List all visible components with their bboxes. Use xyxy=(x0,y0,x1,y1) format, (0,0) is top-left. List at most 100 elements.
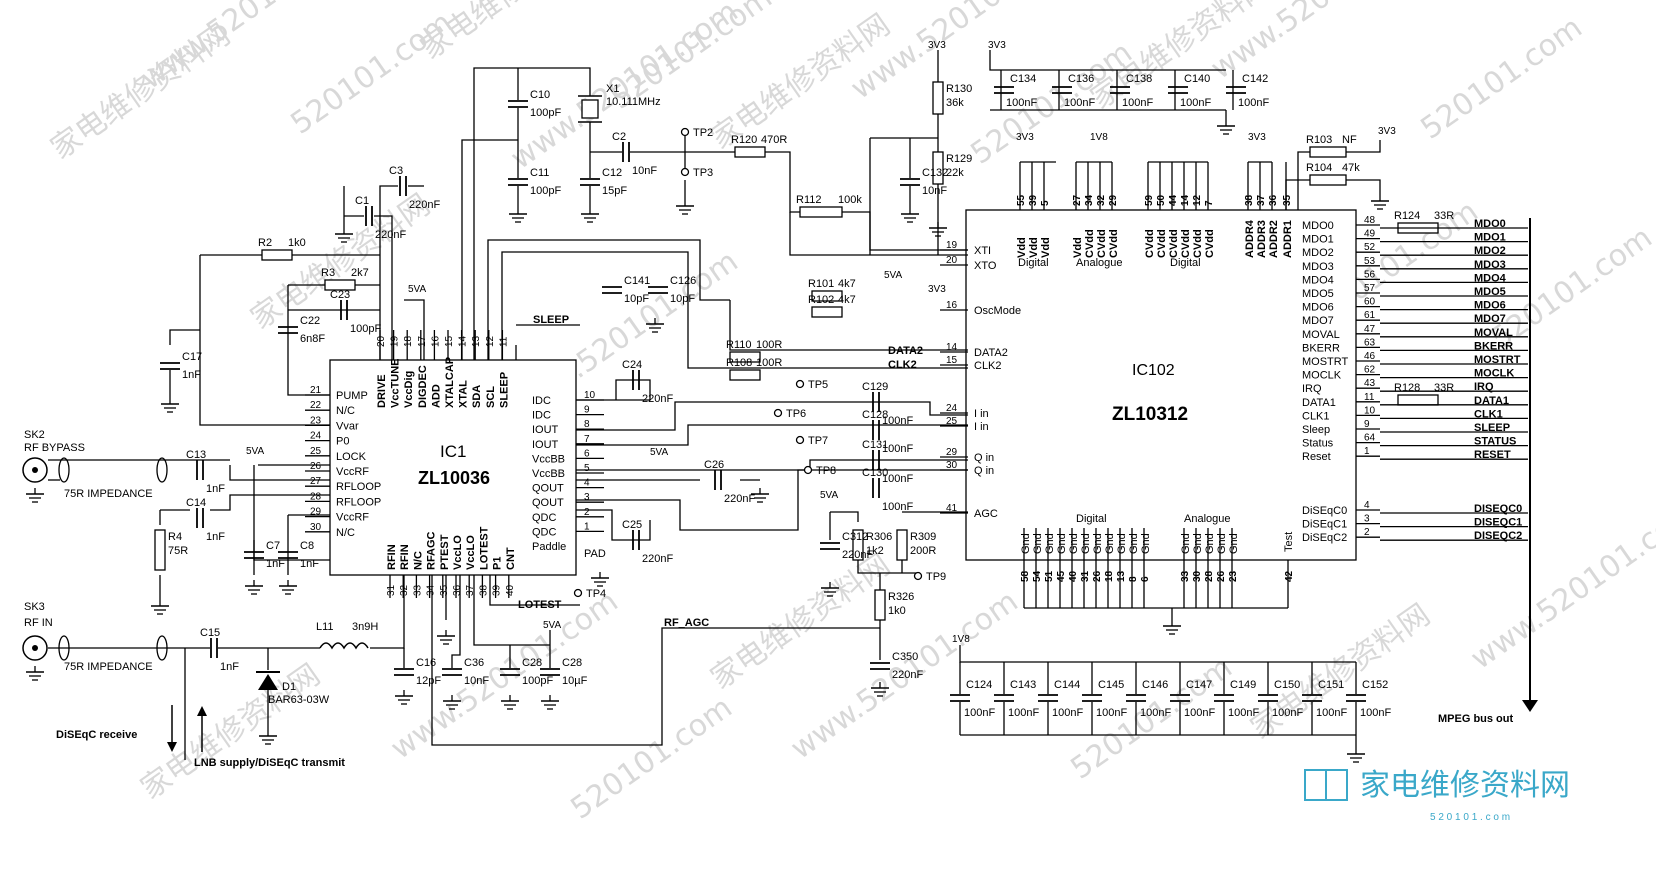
cap-ref: C28 xyxy=(522,657,542,669)
ic102-pin-num: 6 xyxy=(1140,576,1151,582)
ic1-pin-num: 40 xyxy=(505,584,516,596)
ic1-pin-name: QOUT xyxy=(532,497,564,509)
res-ref: R2 xyxy=(258,237,272,249)
cap-value: 100nF xyxy=(1272,707,1303,719)
res-ref: R128 xyxy=(1394,382,1420,394)
ic102-block: IC102 ZL10312 55Vdd39Vdd5Vdd27Vdd34CVdd3… xyxy=(940,161,1380,608)
ic102-top-pins: 55Vdd39Vdd5Vdd27Vdd34CVdd32CVdd29CVdd59C… xyxy=(1016,161,1294,258)
cap-value: 10pF xyxy=(624,293,649,305)
ic1-ref: IC1 xyxy=(440,442,466,461)
res-ref: R124 xyxy=(1394,210,1420,222)
res-body xyxy=(799,206,843,218)
ic1-pin-num: 3 xyxy=(584,492,590,503)
ic102-pin-num: 54 xyxy=(1032,570,1043,582)
bus-signal-label: MDO7 xyxy=(1474,313,1506,325)
ic1-pin-name: P1 xyxy=(492,557,504,570)
ic1-pin-name: XTALCAP xyxy=(444,357,456,408)
ground-symbol xyxy=(244,579,264,595)
cap-value: 100nF xyxy=(964,707,995,719)
res-value: 100R xyxy=(756,339,782,351)
testpoint-pad xyxy=(680,167,690,177)
ic102-pin-name: Gnd xyxy=(1180,533,1192,554)
ic102-pin-num: 35 xyxy=(1282,194,1293,206)
cap-ref: C15 xyxy=(200,627,220,639)
ic1-pin-name: SLEEP xyxy=(498,372,510,408)
cap-value: 220nF xyxy=(375,229,406,241)
ic102-pin-num: 49 xyxy=(1364,229,1376,240)
res-body xyxy=(261,249,293,261)
bus-signal-label: BKERR xyxy=(1474,340,1513,352)
ic102-pin-name: MDO3 xyxy=(1302,261,1334,273)
ic1-pin-name: RFLOOP xyxy=(336,481,381,493)
res-body xyxy=(734,146,766,158)
cap-value: 10nF xyxy=(922,185,947,197)
cap-ref: C147 xyxy=(1186,679,1212,691)
ic102-pin-name: Gnd xyxy=(1056,533,1068,554)
ic102-pin-name: BKERR xyxy=(1302,342,1340,354)
ic102-pin-name: IRQ xyxy=(1302,383,1322,395)
ground-symbol xyxy=(900,207,920,223)
ic1-pin-num: 25 xyxy=(310,446,322,457)
ic1-pin-name: N/C xyxy=(336,527,355,539)
cap-value: 220nF xyxy=(892,669,923,681)
logo-url: 5 2 0 1 0 1 . c o m xyxy=(1430,812,1510,823)
sk3-name: RF IN xyxy=(24,617,53,629)
cap-value: 100nF xyxy=(1006,97,1037,109)
ic102-pin-name: MOVAL xyxy=(1302,329,1340,341)
ic102-pin-num: 53 xyxy=(1364,256,1376,267)
ic102-pin-num: 28 xyxy=(1204,570,1215,582)
components: C10100pFC11100pFC1215pFC210nFX110.111MHz… xyxy=(154,40,1454,735)
ic1-pin-name: Vvar xyxy=(336,420,359,432)
ic102-pin-name: CVdd xyxy=(1096,229,1108,258)
ic1-pin-num: 12 xyxy=(485,335,496,347)
net-data2: DATA2 xyxy=(888,345,923,357)
ic102-pin-num: 63 xyxy=(1364,337,1376,348)
testpoint-label: TP9 xyxy=(926,571,946,583)
ic1-pin-num: 21 xyxy=(310,385,322,396)
testpoint-label: TP6 xyxy=(786,408,806,420)
cap-value: 100nF xyxy=(882,473,913,485)
ic102-group-digital-2: Digital xyxy=(1170,257,1201,269)
diseqc-receive-label: DiSEqC receive xyxy=(56,729,137,741)
ic1-pin-name: VccRF xyxy=(336,466,369,478)
ic102-pin-name: Gnd xyxy=(1204,533,1216,554)
res-value: 1k0 xyxy=(888,605,906,617)
ic102-pin-num: 18 xyxy=(1104,570,1115,582)
ic1-pin-name: QDC xyxy=(532,526,557,538)
ic1-pin-name: VccLO xyxy=(452,535,464,570)
cap-ref: C142 xyxy=(1242,73,1268,85)
ic1-pin-name: QOUT xyxy=(532,483,564,495)
cap-ref: C128 xyxy=(862,409,888,421)
cap-value: 1nF xyxy=(206,531,225,543)
ic102-pin-num: 7 xyxy=(1204,200,1215,206)
rail-3v3: 3V3 xyxy=(1248,132,1266,143)
ic1-pin-num: 20 xyxy=(376,335,387,347)
ic1-pin-num: 22 xyxy=(310,400,322,411)
ic102-pin-num: 9 xyxy=(1364,419,1370,430)
ic102-pin-num: 34 xyxy=(1084,194,1095,206)
crystal-ref: X1 xyxy=(606,83,619,95)
cap-ref: C16 xyxy=(416,657,436,669)
ic1-pin-num: 16 xyxy=(430,335,441,347)
ic1-pin-num: 19 xyxy=(390,335,401,347)
rail-5va: 5VA xyxy=(884,270,902,281)
ic102-pin-name: MDO7 xyxy=(1302,315,1334,327)
ic102-pin-num: 51 xyxy=(1044,570,1055,582)
cap-ref: C132 xyxy=(922,167,948,179)
bus-signal-label: MOVAL xyxy=(1474,327,1513,339)
ic102-pin-num: 3 xyxy=(1364,514,1370,525)
ic102-pin-name: CVdd xyxy=(1084,229,1096,258)
ic102-pin-name: Vdd xyxy=(1016,237,1028,258)
ic102-pin-num: 38 xyxy=(1244,194,1255,206)
